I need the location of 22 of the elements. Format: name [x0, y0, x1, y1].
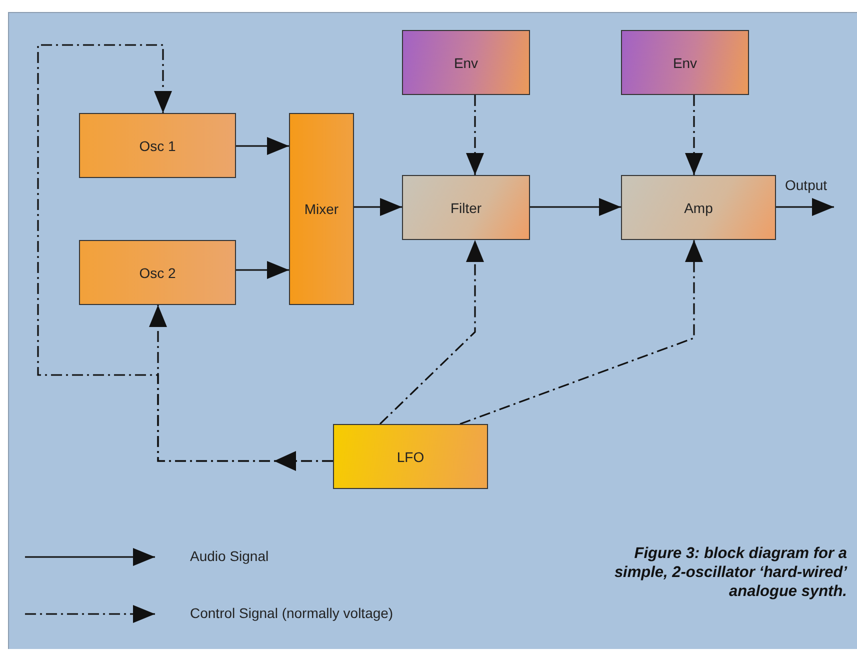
- audio-signal-arrow: [236, 261, 289, 279]
- mixer-box: Mixer: [289, 113, 354, 305]
- audio-signal-arrow: [530, 198, 621, 216]
- control-signal-arrow: [466, 95, 484, 175]
- envelope-box: Env: [621, 30, 749, 95]
- lfo-box: LFO: [333, 424, 488, 489]
- oscillator-box: Osc 1: [79, 113, 236, 178]
- legend-label: Control Signal (normally voltage): [190, 605, 394, 621]
- audio-signal-arrow: [354, 198, 402, 216]
- legend-label: Audio Signal: [190, 548, 269, 564]
- envelope-box: Env: [402, 30, 530, 95]
- audio-signal-arrow: [776, 198, 834, 216]
- control-signal-arrow: [37, 44, 333, 462]
- figure-caption: Figure 3: block diagram for a simple, 2-oscillator ‘hard-wired’ analogue synth.: [613, 544, 847, 601]
- audio-signal-arrow: [236, 137, 289, 155]
- control-signal-arrow: [379, 240, 484, 425]
- oscillator-box: Osc 2: [79, 240, 236, 305]
- control-signal-arrow: [685, 95, 703, 175]
- edge-label: Output: [784, 177, 828, 193]
- amp-box: Amp: [621, 175, 776, 240]
- filter-box: Filter: [402, 175, 530, 240]
- control-signal-arrow: [460, 240, 703, 425]
